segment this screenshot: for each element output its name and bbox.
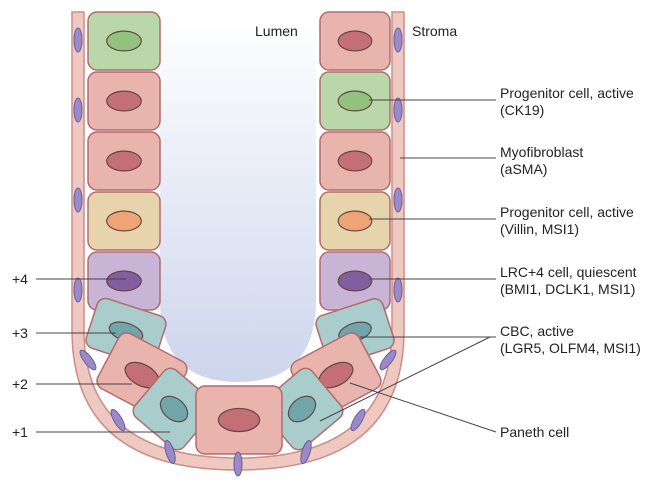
- myofibroblast-nucleus: [74, 278, 82, 302]
- epithelial-cell-left: [88, 132, 160, 190]
- myofibroblast-nucleus: [394, 28, 402, 52]
- label-text: Progenitor cell, active: [500, 204, 634, 221]
- lumen: [160, 14, 316, 382]
- myofibroblast-nucleus: [74, 28, 82, 52]
- epithelial-cell-left: [88, 72, 160, 130]
- label-progenitor-villin: Progenitor cell, active (Villin, MSI1): [500, 204, 634, 238]
- epithelial-cell-right: [320, 132, 390, 190]
- progenitor-villin-cell-right: [320, 192, 390, 250]
- position-plus4: +4: [12, 271, 28, 287]
- label-text: LRC+4 cell, quiescent: [500, 264, 637, 281]
- stroma-label: Stroma: [412, 23, 457, 39]
- label-paneth: Paneth cell: [500, 424, 569, 441]
- position-plus2: +2: [12, 376, 28, 392]
- myofibroblast-nucleus: [394, 98, 402, 122]
- label-myofibroblast: Myofibroblast (aSMA): [500, 144, 583, 178]
- label-text: Myofibroblast: [500, 144, 583, 161]
- position-plus3: +3: [12, 325, 28, 341]
- label-text: Paneth cell: [500, 424, 569, 441]
- label-markers: (CK19): [500, 102, 634, 119]
- myofibroblast-nucleus: [394, 188, 402, 212]
- label-markers: (LGR5, OLFM4, MSI1): [500, 340, 641, 357]
- epithelial-cell-right: [320, 12, 390, 70]
- label-progenitor-ck19: Progenitor cell, active (CK19): [500, 85, 634, 119]
- myofibroblast-nucleus: [234, 452, 242, 476]
- label-markers: (Villin, MSI1): [500, 221, 634, 238]
- myofibroblast-nucleus: [74, 188, 82, 212]
- label-lrc4: LRC+4 cell, quiescent (BMI1, DCLK1, MSI1…: [500, 264, 637, 298]
- label-cbc: CBC, active (LGR5, OLFM4, MSI1): [500, 323, 641, 357]
- myofibroblast-nucleus: [74, 98, 82, 122]
- position-plus1: +1: [12, 424, 28, 440]
- base-cell: [196, 386, 282, 454]
- label-markers: (aSMA): [500, 161, 583, 178]
- lumen-label: Lumen: [255, 23, 298, 39]
- label-markers: (BMI1, DCLK1, MSI1): [500, 281, 637, 298]
- label-text: Progenitor cell, active: [500, 85, 634, 102]
- myofibroblast-nucleus: [394, 278, 402, 302]
- progenitor-ck19-cell-right: [320, 72, 390, 130]
- label-text: CBC, active: [500, 323, 641, 340]
- progenitor-villin-cell-left: [88, 192, 160, 250]
- progenitor-ck19-cell-left: [88, 12, 160, 70]
